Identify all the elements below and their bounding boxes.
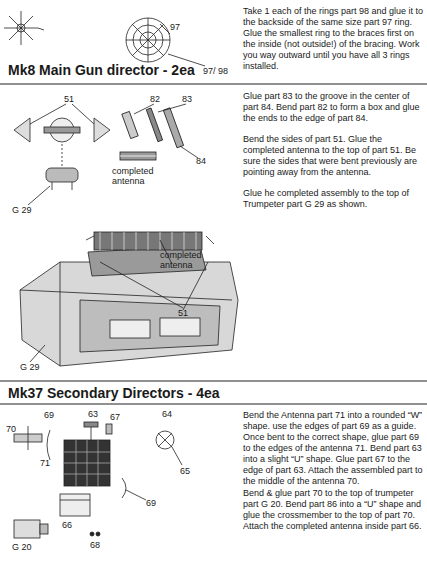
part-70-post <box>28 426 29 450</box>
leader-line <box>30 345 45 362</box>
spoke <box>9 16 33 40</box>
callout-number: 71 <box>40 458 60 468</box>
guide-line <box>62 144 63 166</box>
part-68 <box>96 532 100 536</box>
leader-line <box>160 24 170 34</box>
callout-number: 66 <box>62 520 82 530</box>
part-leg <box>52 182 53 190</box>
callout-number: completed antenna <box>160 250 210 270</box>
radar-spokes <box>4 11 44 45</box>
mk8-parts <box>14 104 198 205</box>
leader-line <box>30 104 66 124</box>
instruction-note: Bend the sides of part 51. Glue the comp… <box>243 134 425 178</box>
part-83 <box>146 108 162 142</box>
dish-spokes <box>158 433 172 447</box>
part-51-side <box>94 118 110 142</box>
g29-director <box>20 232 238 366</box>
radar-rings <box>126 18 205 66</box>
callout-number: 84 <box>196 156 216 166</box>
part-68 <box>90 532 94 536</box>
section-heading: Mk37 Secondary Directors - 4ea <box>8 385 308 402</box>
callout-number: 67 <box>110 412 130 422</box>
callout-number: 65 <box>180 466 200 476</box>
callout-number: 82 <box>150 94 170 104</box>
part-67 <box>106 424 112 434</box>
callout-number: 83 <box>182 94 202 104</box>
callout-number: 69 <box>146 498 166 508</box>
part-82 <box>122 111 138 138</box>
antenna-groove <box>120 156 156 157</box>
mk37-parts <box>14 422 182 538</box>
spoke <box>132 24 164 56</box>
leader-line <box>158 104 186 112</box>
leader-line <box>28 186 50 205</box>
part-63 <box>84 422 98 427</box>
leader-line <box>180 146 198 158</box>
callout-number: G 29 <box>20 362 50 372</box>
callout-number: 70 <box>6 424 26 434</box>
callout-number: 51 <box>64 94 84 104</box>
director-body <box>20 262 238 366</box>
antenna-grid <box>64 440 110 486</box>
section-rule <box>0 83 427 84</box>
leader-line <box>72 104 94 124</box>
part-69 <box>122 478 126 498</box>
part-69 <box>47 430 50 460</box>
callout-number: 63 <box>88 409 108 419</box>
antenna-grid <box>100 232 196 250</box>
callout-number: 51 <box>178 308 198 318</box>
callout-number: completed antenna <box>112 166 162 186</box>
part-g20-tab <box>40 524 48 534</box>
part-63-stem <box>91 427 92 440</box>
spoke <box>9 16 33 40</box>
mounted-antenna <box>94 232 202 250</box>
instruction-note: Take 1 each of the rings part 98 and glu… <box>243 6 425 72</box>
leader-line <box>172 447 182 465</box>
callout-number: G 29 <box>12 205 42 215</box>
callout-number: 69 <box>44 410 64 420</box>
body-edge <box>20 290 232 300</box>
part-66 <box>60 494 90 516</box>
spoke <box>38 28 44 30</box>
instruction-note: Bend & glue part 70 to the top of trumpe… <box>243 488 425 532</box>
director-face <box>80 300 220 352</box>
part-51-bar <box>44 127 80 133</box>
window <box>110 320 150 338</box>
leader-line <box>126 490 146 500</box>
section-rule <box>0 380 427 381</box>
callout-number: 97/ 98 <box>203 66 243 76</box>
part-64 <box>156 431 174 449</box>
spoke <box>132 24 164 56</box>
leader-line <box>134 104 154 114</box>
section-heading: Mk8 Main Gun director - 2ea <box>8 62 308 79</box>
ring <box>126 18 170 62</box>
part-51-sides <box>86 236 214 244</box>
completed-antenna <box>120 152 156 160</box>
instruction-note: Glue he completed assembly to the top of… <box>243 188 425 210</box>
part-71 <box>64 440 110 486</box>
window <box>160 318 200 336</box>
callout-number: G 20 <box>12 542 42 552</box>
part-51-view <box>46 168 78 182</box>
callout-number: 64 <box>162 409 182 419</box>
instruction-note: Bend the Antenna part 71 into a rounded … <box>243 410 425 487</box>
callout-number: 97 <box>170 22 190 32</box>
part-66-edge <box>60 500 90 501</box>
section-rule <box>0 403 427 404</box>
callout-number: 68 <box>90 540 110 550</box>
part-51-side <box>14 118 30 142</box>
part-leg <box>72 182 73 190</box>
body-edge <box>60 262 61 366</box>
instruction-note: Glue part 83 to the groove in the center… <box>243 91 425 124</box>
part-84 <box>163 108 183 148</box>
part-g20 <box>14 520 40 538</box>
